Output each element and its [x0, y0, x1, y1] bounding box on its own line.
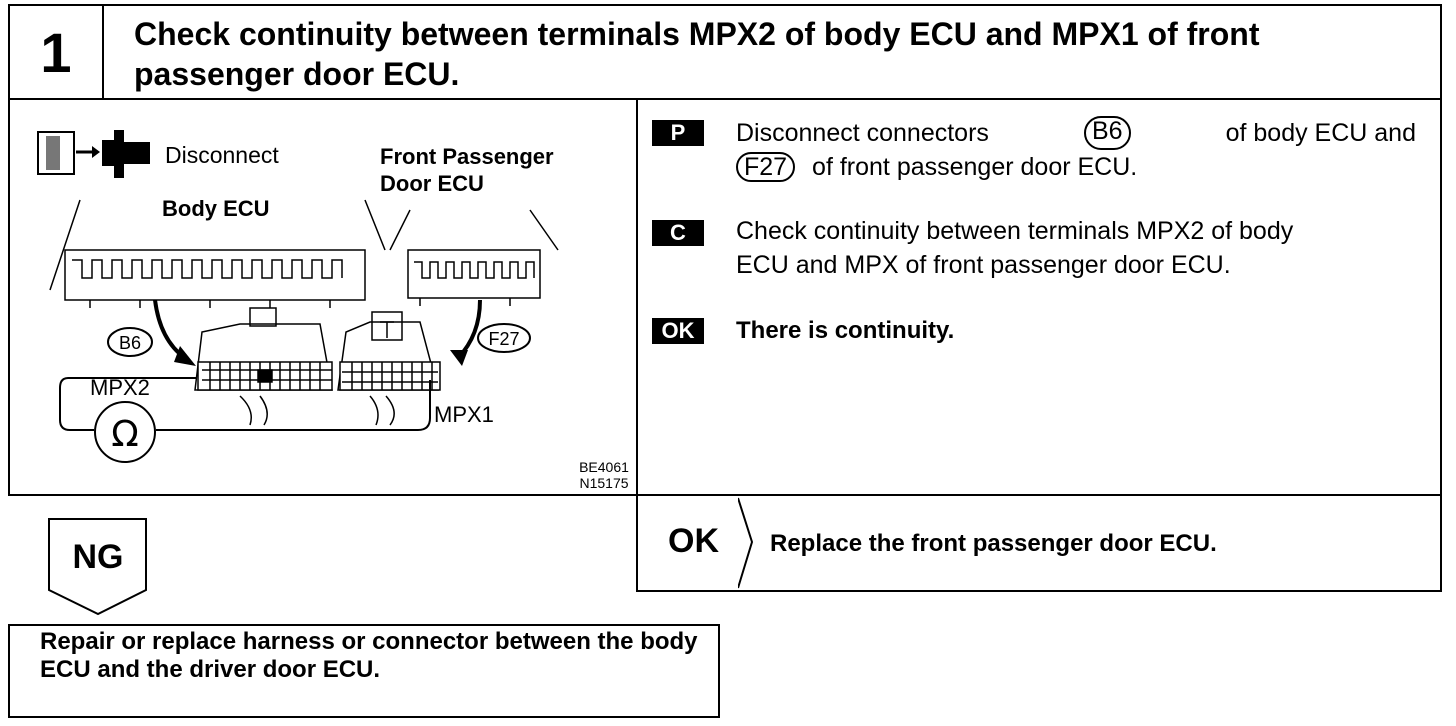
arrow-to-f27 [456, 299, 482, 360]
ohmmeter-circuit [59, 377, 431, 463]
instructions-panel: P Disconnect connectors B6 of body ECU a… [636, 98, 1442, 496]
page-title: Check continuity between terminals MPX2 … [134, 16, 1260, 92]
b6-connector-drawing [194, 307, 333, 426]
connector-f27-callout: F27 [477, 323, 531, 353]
prep-badge: P [652, 120, 704, 146]
prep-text-part3: of front passenger door ECU. [812, 153, 1138, 181]
arrow-head-f27 [450, 350, 468, 366]
step-number: 1 [40, 20, 72, 84]
ng-arrow-box [48, 518, 147, 616]
ok-result-text: Replace the front passenger door ECU. [770, 530, 1217, 557]
ok-badge: OK [652, 318, 704, 344]
prep-instruction: Disconnect connectors B6 of body ECU and… [736, 116, 1416, 184]
step-number-box: 1 [8, 4, 104, 100]
ng-result-text: Repair or replace harness or connector b… [40, 628, 698, 683]
prep-text-part1: Disconnect connectors [736, 119, 989, 147]
connector-f27-label: F27 [488, 329, 519, 349]
check-line-1: Check continuity between terminals MPX2 … [736, 217, 1294, 245]
mpx1-label: MPX1 [434, 402, 494, 427]
front-passenger-label-line1: Front Passenger [380, 144, 554, 169]
ok-result-label: OK [668, 522, 719, 560]
connector-b6-callout: B6 [107, 327, 153, 357]
check-line-2: ECU and MPX of front passenger door ECU. [736, 251, 1231, 279]
front-passenger-label-line2: Door ECU [380, 171, 484, 196]
ok-condition: There is continuity. [736, 317, 955, 344]
ohm-symbol: Ω [111, 414, 139, 455]
disconnect-icon [37, 130, 150, 178]
ng-result-box [8, 624, 720, 718]
body-ecu-label: Body ECU [162, 196, 270, 221]
body-ecu-drawing [49, 199, 386, 308]
connector-f27-ref: F27 [736, 152, 796, 182]
prep-text-part2: of body ECU and [1225, 119, 1416, 147]
check-badge: C [652, 220, 704, 246]
arrow-head-b6 [174, 346, 196, 366]
connector-b6-ref: B6 [1083, 116, 1131, 150]
door-ecu-drawing [389, 209, 559, 306]
ng-label: NG [72, 538, 124, 576]
connector-diagram: Disconnect Body ECU Front Passenger Door… [37, 130, 629, 491]
connector-b6-label: B6 [119, 333, 141, 353]
ok-arrow-divider [738, 497, 754, 589]
f27-connector-drawing [337, 311, 441, 426]
disconnect-label: Disconnect [165, 142, 279, 168]
reference-code-2: N15175 [579, 475, 628, 491]
mpx2-label: MPX2 [90, 375, 150, 400]
check-instruction: Check continuity between terminals MPX2 … [736, 214, 1426, 282]
ok-result-box: OK Replace the front passenger door ECU. [636, 494, 1442, 592]
reference-code-1: BE4061 [579, 459, 629, 475]
diagram-panel: Disconnect Body ECU Front Passenger Door… [8, 98, 638, 496]
